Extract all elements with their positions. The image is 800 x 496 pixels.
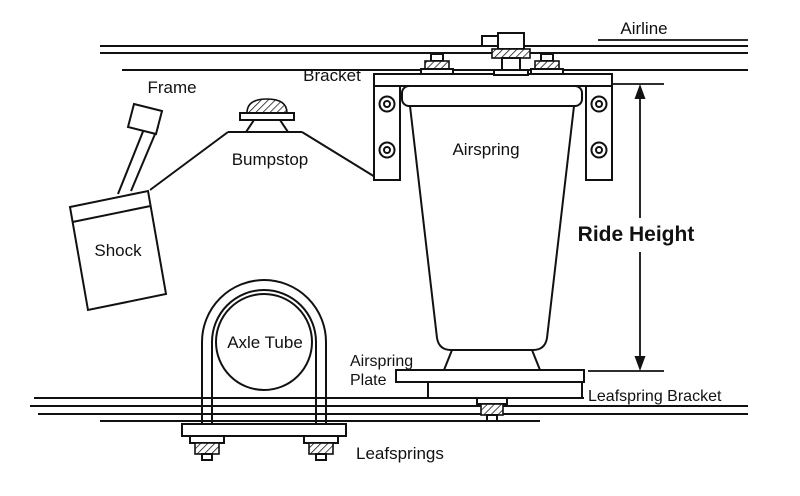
- frame-rail-lines: [100, 45, 748, 71]
- label-shock: Shock: [94, 241, 142, 260]
- arrow-up-icon: [634, 84, 646, 99]
- leafspring-bracket-shape: [427, 381, 583, 422]
- fitting-collar: [491, 48, 531, 59]
- u-bolt-nut: [194, 442, 220, 455]
- bracket-bolt-washer: [476, 397, 508, 405]
- label-leafsprings: Leafsprings: [356, 444, 444, 463]
- stud-nut: [424, 60, 450, 70]
- airspring-shape: [401, 85, 583, 371]
- ride-height-dimension: [588, 83, 664, 372]
- upper-bracket-shape: [373, 73, 613, 181]
- stud-nut: [534, 60, 560, 70]
- bracket-bolt-icon: [590, 95, 608, 113]
- leafspring-stack: [30, 397, 748, 422]
- label-bumpstop: Bumpstop: [232, 150, 309, 169]
- arrow-down-icon: [634, 356, 646, 371]
- airspring-piston: [442, 349, 542, 371]
- bracket-bolt-icon: [590, 141, 608, 159]
- mounting-bolts: [420, 53, 564, 75]
- bumpstop-cap: [246, 98, 288, 114]
- airspring-plate-shape: [395, 369, 585, 383]
- label-bracket: Bracket: [303, 66, 361, 85]
- u-bolt-plate: [181, 423, 347, 437]
- label-airspring-plate-line2: Plate: [350, 372, 387, 389]
- bracket-bolt-icon: [378, 95, 396, 113]
- shock-body: [68, 189, 168, 312]
- bracket-bolt-nut: [480, 403, 504, 416]
- label-airline: Airline: [620, 19, 667, 38]
- axle-tube-shape: [215, 293, 313, 391]
- label-leafspring-bracket: Leafspring Bracket: [588, 388, 722, 405]
- bumpstop-shape: [239, 98, 295, 133]
- bracket-bolt-icon: [378, 141, 396, 159]
- label-airspring-plate-line1: Airspring: [350, 353, 413, 370]
- label-axle-tube: Axle Tube: [227, 333, 303, 352]
- shock-upper-mount: [126, 102, 164, 136]
- u-bolt-nut: [308, 442, 334, 455]
- shock-shape: [68, 102, 168, 312]
- label-airspring: Airspring: [452, 140, 519, 159]
- u-bolt-shape: [181, 279, 347, 461]
- label-frame: Frame: [147, 78, 196, 97]
- airspring-bead-plate: [401, 85, 583, 107]
- airline-fitting: [481, 32, 531, 76]
- label-ride-height: Ride Height: [578, 223, 695, 246]
